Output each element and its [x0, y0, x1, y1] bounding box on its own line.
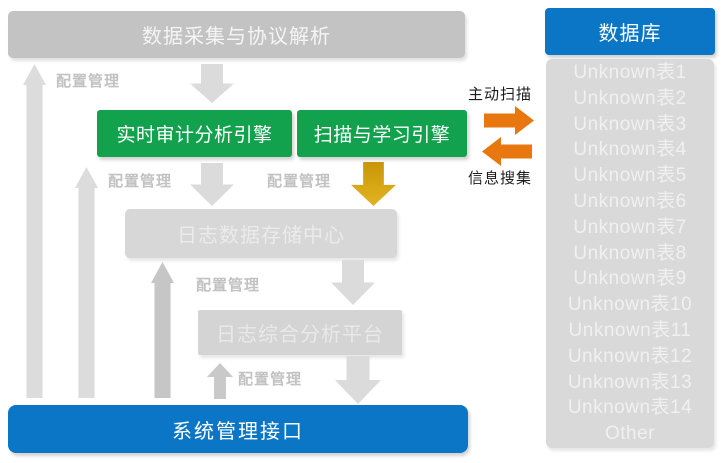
info-collect-label: 信息搜集 — [468, 170, 533, 187]
node-audit-engine: 实时审计分析引擎 — [97, 110, 292, 157]
node-admin-interface-label: 系统管理接口 — [172, 420, 304, 443]
config-mgmt-label: 配置管理 — [238, 371, 303, 388]
list-item: Unknown表10 — [567, 294, 693, 316]
node-scan-engine-label: 扫描与学习引擎 — [313, 125, 451, 146]
database-header: 数据库 — [545, 8, 715, 55]
node-data-collection-label: 数据采集与协议解析 — [142, 26, 331, 48]
up-arrow-icon — [207, 363, 233, 399]
left-arrow-icon — [482, 137, 532, 166]
down-arrow-icon — [335, 356, 381, 404]
node-log-storage: 日志数据存储中心 — [125, 209, 397, 258]
config-mgmt-label: 配置管理 — [267, 173, 332, 190]
up-arrow-icon — [23, 64, 46, 398]
node-log-analysis: 日志综合分析平台 — [198, 310, 402, 355]
list-item: Unknown表9 — [573, 268, 687, 290]
up-arrow-icon — [75, 167, 98, 398]
down-arrow-icon — [331, 260, 375, 305]
node-log-storage-label: 日志数据存储中心 — [177, 225, 345, 247]
down-arrow-icon — [190, 163, 234, 206]
active-scan-label: 主动扫描 — [468, 86, 533, 103]
list-item: Other — [604, 423, 656, 445]
up-arrow-icon — [151, 262, 174, 398]
list-item: Unknown表3 — [573, 113, 687, 135]
list-item: Unknown表13 — [567, 371, 693, 393]
list-item: Unknown表6 — [573, 191, 687, 213]
list-item: Unknown表7 — [573, 216, 687, 238]
list-item: Unknown表4 — [573, 139, 687, 161]
list-item: Unknown表11 — [568, 320, 692, 341]
list-item: Unknown表12 — [567, 345, 693, 367]
database-table-list: Unknown表1 Unknown表2 Unknown表3 Unknown表4 … — [546, 58, 714, 449]
config-mgmt-label: 配置管理 — [56, 73, 121, 90]
list-item: Unknown表8 — [573, 242, 687, 264]
list-item: Unknown表1 — [573, 62, 687, 84]
config-mgmt-label: 配置管理 — [108, 173, 173, 190]
node-scan-engine: 扫描与学习引擎 — [297, 110, 467, 157]
list-item: Unknown表14 — [567, 397, 693, 419]
database-title: 数据库 — [598, 23, 662, 45]
node-audit-engine-label: 实时审计分析引擎 — [116, 125, 273, 146]
node-log-analysis-label: 日志综合分析平台 — [216, 324, 384, 346]
config-mgmt-label: 配置管理 — [196, 277, 261, 294]
node-data-collection: 数据采集与协议解析 — [8, 11, 465, 58]
node-admin-interface: 系统管理接口 — [8, 405, 468, 453]
list-item: Unknown表5 — [573, 165, 687, 187]
database-table-panel: Unknown表1 Unknown表2 Unknown表3 Unknown表4 … — [546, 59, 714, 448]
list-item: Unknown表2 — [573, 87, 687, 109]
gold-down-arrow-icon — [351, 162, 396, 206]
right-arrow-icon — [484, 106, 534, 135]
down-arrow-icon — [190, 64, 234, 103]
